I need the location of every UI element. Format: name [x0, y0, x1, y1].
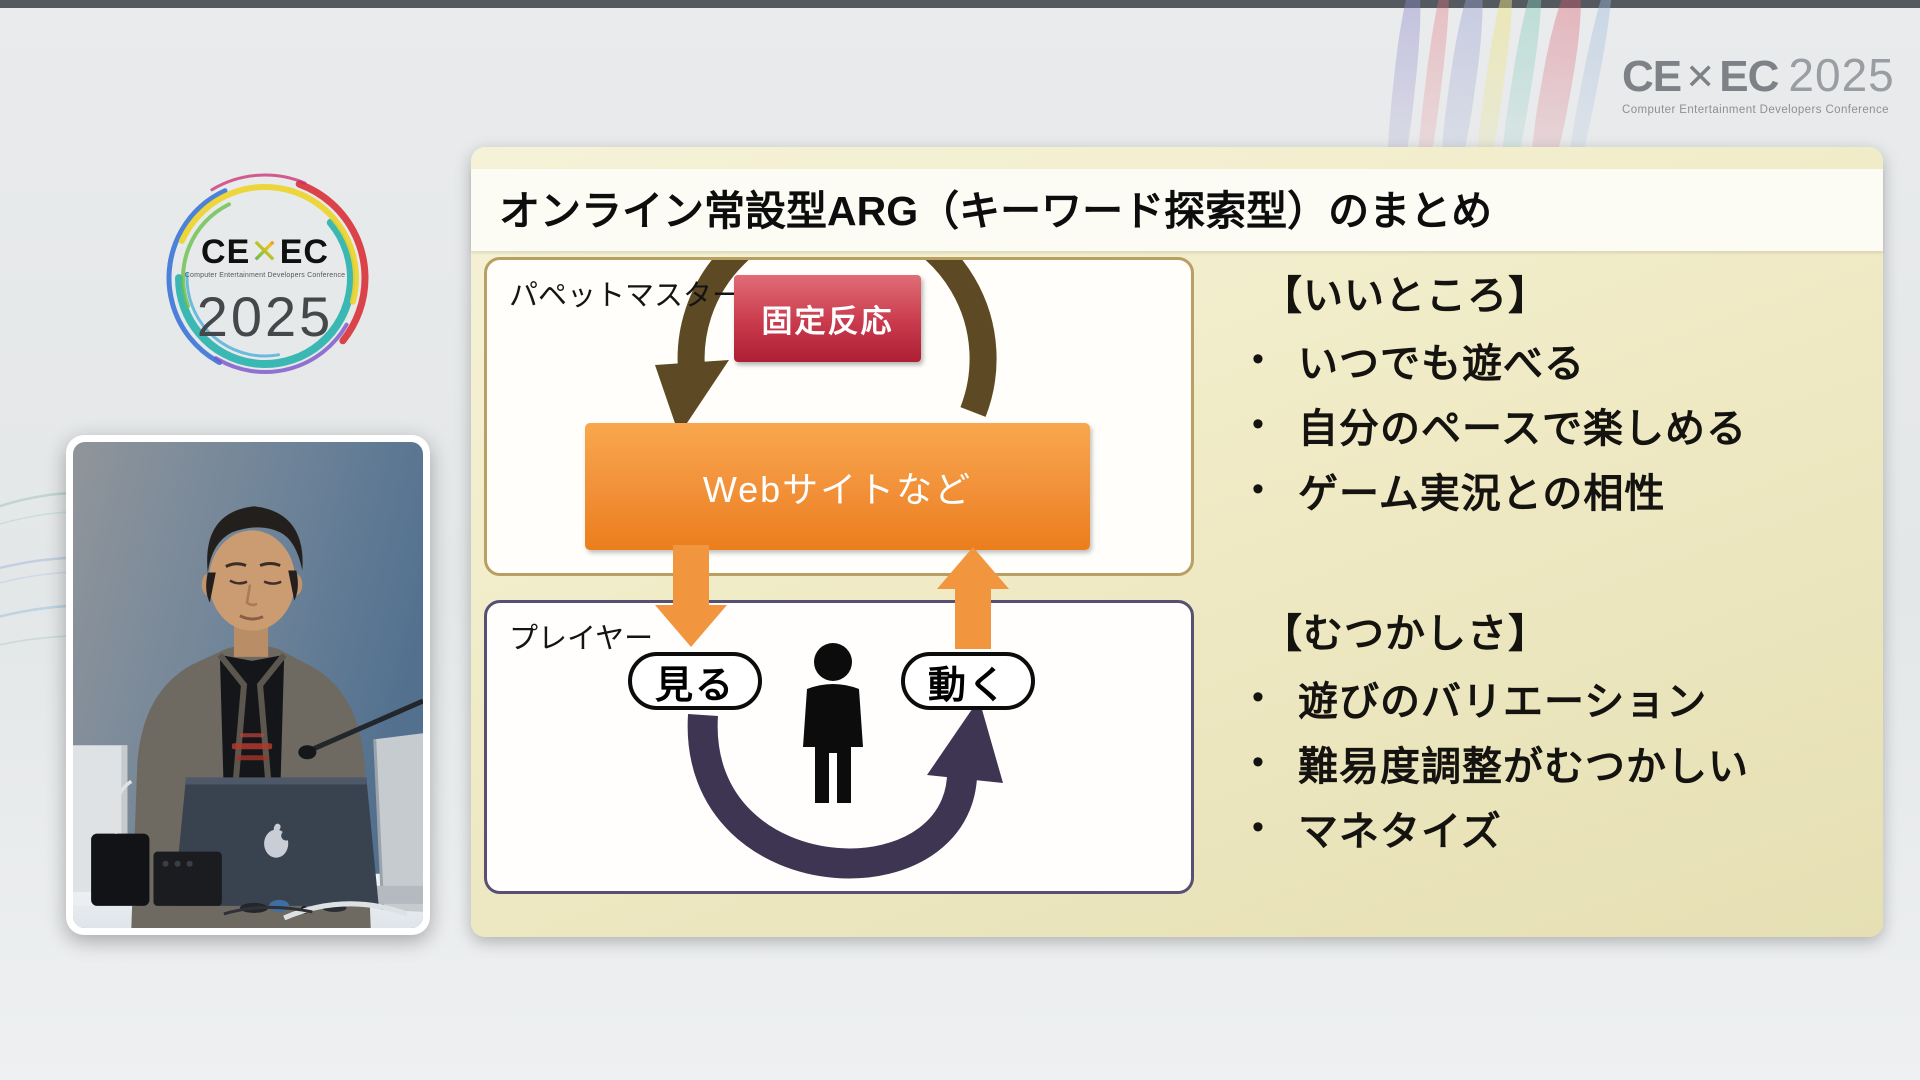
bullet-icon: •	[1252, 470, 1264, 508]
list-item: •遊びのバリエーション	[1246, 665, 1876, 730]
bullet-icon: •	[1252, 405, 1264, 443]
brand-text: CE	[201, 233, 251, 271]
puppet-master-box: パペットマスター 固定反応 Webサイトなど	[484, 257, 1194, 576]
year-text: 2025	[196, 285, 334, 348]
desk-items	[223, 899, 408, 921]
bullet-icon: •	[1252, 808, 1264, 846]
brand-text: EC	[1719, 52, 1779, 101]
cons-heading: 【むつかしさ】	[1262, 612, 1549, 656]
fixed-response-box: 固定反応	[734, 275, 921, 362]
logo-text-block: CE✕EC Computer Entertainment Developers …	[150, 160, 380, 396]
logo-swirl-icon	[160, 173, 370, 383]
audio-device	[153, 851, 222, 906]
list-item: •ゲーム実況との相性	[1246, 457, 1876, 522]
brand-text: EC	[279, 233, 329, 271]
list-item: •マネタイズ	[1246, 795, 1876, 860]
presenter-photo	[73, 442, 423, 928]
slide-title-bar: オンライン常設型ARG（キーワード探索型）のまとめ	[471, 169, 1883, 251]
website-box: Webサイトなど	[585, 423, 1090, 550]
cedec-watermark-logo: CE✕EC 2025 Computer Entertainment Develo…	[1622, 48, 1895, 116]
bullet-icon: •	[1252, 678, 1264, 716]
player-label: プレイヤー	[509, 623, 654, 655]
cedec-watermark-brand-row: CE✕EC 2025	[1622, 48, 1895, 102]
list-item: •難易度調整がむつかしい	[1246, 730, 1876, 795]
up-arrow-icon	[937, 547, 1009, 649]
year-text: 2025	[1788, 49, 1895, 101]
brand-text: CE	[1622, 52, 1682, 101]
flow-arrows	[655, 545, 1009, 649]
laptop-front	[173, 777, 379, 906]
cedec-circle-logo: CE✕EC Computer Entertainment Developers …	[150, 160, 380, 396]
pros-heading: 【いいところ】	[1262, 274, 1549, 318]
microphone	[298, 698, 423, 760]
bullet-icon: •	[1252, 340, 1264, 378]
power-brick	[91, 779, 150, 906]
loop-arrow-brown-icon	[655, 260, 997, 435]
cedec-x-icon: ✕	[250, 233, 280, 271]
puppet-master-label: パペットマスター	[509, 280, 742, 312]
act-pill: 動く	[901, 652, 1035, 710]
loop-arrow-purple-icon	[687, 699, 1003, 879]
cedec-x-icon: ✕	[1685, 56, 1716, 97]
top-edge-bar	[0, 0, 1920, 8]
cons-block: 【むつかしさ】 •遊びのバリエーション •難易度調整がむつかしい •マネタイズ	[1246, 603, 1876, 860]
person-icon	[803, 643, 863, 803]
bullet-icon: •	[1252, 743, 1264, 781]
logo-brand-row: CE✕EC	[150, 232, 380, 272]
conference-subtitle: Computer Entertainment Developers Confer…	[1622, 104, 1889, 116]
pros-block: 【いいところ】 •いつでも遊べる •自分のペースで楽しめる •ゲーム実況との相性	[1246, 265, 1876, 522]
conference-subtitle: Computer Entertainment Developers Confer…	[184, 272, 346, 279]
list-item: •自分のペースで楽しめる	[1246, 392, 1876, 457]
presentation-slide: オンライン常設型ARG（キーワード探索型）のまとめ パペットマスター 固定反応 …	[471, 147, 1883, 937]
list-item: •いつでも遊べる	[1246, 327, 1876, 392]
laptop-right	[372, 733, 423, 912]
down-arrow-icon	[655, 545, 727, 647]
slide-title: オンライン常設型ARG（キーワード探索型）のまとめ	[499, 188, 1493, 234]
player-box: プレイヤー 見る 動く	[484, 600, 1194, 894]
watch-pill: 見る	[628, 652, 762, 710]
presenter-video	[66, 435, 430, 935]
